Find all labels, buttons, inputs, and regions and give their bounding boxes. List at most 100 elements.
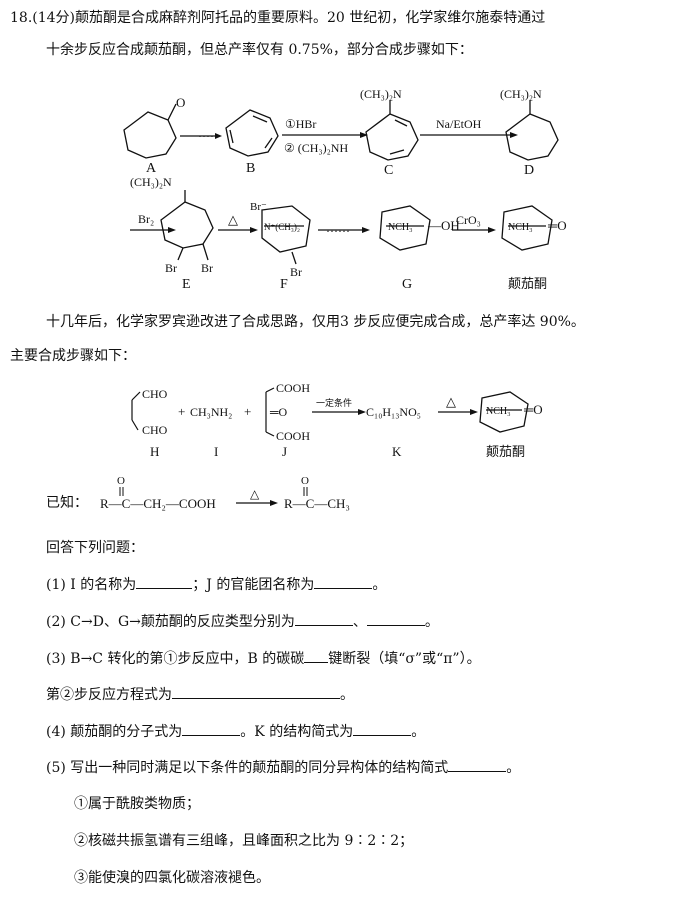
label-B: B [246,161,255,176]
q2-sep: 、 [352,614,367,630]
compound-tropinone [501,205,553,251]
COOH-1: COOH [276,381,310,395]
q4-end: 。 [411,724,426,740]
compound-F [261,205,311,265]
label-G: G [402,277,412,292]
q4-text-a: (4) 颠茄酮的分子式为 [46,724,183,740]
Br-F: Br [290,265,302,279]
label-D: D [524,163,534,178]
dots-2: ······ [326,224,350,238]
q3-blank-1[interactable] [304,648,329,663]
q3b-end: 。 [340,687,354,703]
reagent-CrO3: CrO₃ [456,213,481,227]
synthesis-scheme-2: CHO CHO H + CH₃NH₂ I + COOH ═O COOH J 一定… [131,381,543,459]
compound-G [379,205,431,251]
known-equation: O R—C—CH₂—COOH △ O R—C—CH₃ [100,475,350,511]
para2-line-2: 主要合成步骤如下： [10,348,136,364]
label-I: I [214,444,218,459]
NMe2-C: (CH₃)₂N [360,87,402,101]
NMe2-D: (CH₃)₂N [500,87,542,101]
label-tropinone: 颠茄酮 [508,276,547,291]
q1-end: 。 [372,577,387,593]
dots-1: ····· [198,129,218,143]
OH-G: —OH [427,218,460,233]
answer-prompt: 回答下列问题： [46,540,144,556]
known-label: 已知： [46,495,88,511]
label-H: H [150,444,159,459]
condition-label: 一定条件 [316,397,352,408]
NMe2-E: (CH₃)₂N [130,175,172,189]
reagent-Na-EtOH: Na/EtOH [436,117,482,131]
CHO-1: CHO [142,387,168,401]
label-J: J [282,444,287,459]
CHO-2: CHO [142,423,168,437]
q2-blank-1[interactable] [294,611,353,626]
compound-tropinone-2 [479,391,529,433]
known-left: R—C—CH₂—COOH [100,496,216,511]
oxo-tropinone: ═O [547,218,567,233]
NCH3-tropinone-2: NCH₃ [486,406,511,417]
q3-text-b: 键断裂（填“σ”或“π”）。 [328,651,481,667]
question-4: (4) 颠茄酮的分子式为 。K 的结构简式为 。 [46,721,425,742]
para2-line-1: 十几年后，化学家罗宾逊改进了合成思路，仅用3 步反应便完成合成，总产率达 90%… [46,314,585,330]
heat-delta-2: △ [446,394,456,409]
compound-B [225,109,279,157]
Br-E-1: Br [165,261,177,275]
NCH3-tropinone: NCH₃ [508,222,533,233]
compound-J [265,387,275,437]
q4-blank-2[interactable] [353,721,412,736]
carbonyl-J: ═O [269,405,288,419]
label-E: E [182,277,191,292]
q3b-text: 第②步反应方程式为 [46,687,172,703]
question-5: (5) 写出一种同时满足以下条件的颠茄酮的同分异构体的结构简式 。 [46,757,520,778]
plus-2: + [244,404,251,419]
heat-delta-1: △ [228,212,238,227]
synthesis-scheme-1: O A ····· B ①HBr ② (CH₃)₂NH (CH₃)₂N C Na… [123,87,567,292]
reagent-HBr: ①HBr [285,117,316,131]
compound-C [365,100,419,161]
q3-text-a: (3) B→C 转化的第①步反应中，B 的碳碳 [46,651,305,667]
q1-text-a: (1) I 的名称为 [46,577,137,593]
known-right: R—C—CH₃ [284,496,350,511]
q1-blank-1[interactable] [136,574,193,589]
Br-E-2: Br [201,261,213,275]
formula-K: C₁₀H₁₃NO₅ [366,405,421,419]
label-F: F [280,277,288,292]
q2-end: 。 [424,614,439,630]
q5-end: 。 [506,760,521,776]
compound-E [160,190,214,261]
compound-A [123,103,177,159]
reagent-Br2: Br₂ [138,212,154,226]
q4-text-b: 。K 的结构简式为 [240,724,354,740]
compound-H [131,391,141,431]
label-K: K [392,444,402,459]
question-1: (1) I 的名称为 ；J 的官能团名称为 。 [46,574,386,595]
NCH3-G: NCH₃ [388,222,413,233]
COOH-2: COOH [276,429,310,443]
N-F: N⁺(CH₃)₂ [264,222,300,232]
Br-anion-F: Br⁻ [250,201,267,213]
compound-D [505,100,559,161]
q1-text-b: ；J 的官能团名称为 [192,577,315,593]
condition-2: ②核磁共振氢谱有三组峰，且峰面积之比为 9∶2∶2； [74,833,414,849]
q2-blank-2[interactable] [366,611,425,626]
known-O-2: O [301,475,309,487]
label-C: C [384,163,393,178]
question-2: (2) C→D、G→颠茄酮的反应类型分别为、。 [46,611,439,632]
oxo-tropinone-2: ═O [523,402,543,417]
formula-I: CH₃NH₂ [190,405,232,419]
q5-blank[interactable] [448,757,507,772]
intro-line-2: 十余步反应合成颠茄酮，但总产率仅有 0.75%，部分合成步骤如下： [46,42,473,58]
label-tropinone-2: 颠茄酮 [486,444,525,459]
q5-text: (5) 写出一种同时满足以下条件的颠茄酮的同分异构体的结构简式 [46,760,449,776]
intro-line-1: 18.(14分)颠茄酮是合成麻醉剂阿托品的重要原料。20 世纪初，化学家维尔施泰… [10,10,546,26]
q3b-blank[interactable] [172,684,340,699]
oxygen-label-A: O [176,95,185,110]
question-3: (3) B→C 转化的第①步反应中，B 的碳碳 键断裂（填“σ”或“π”）。 [46,648,481,669]
reagent-dimethylamine: ② (CH₃)₂NH [284,141,348,155]
condition-3: ③能使溴的四氯化碳溶液褪色。 [74,870,270,886]
question-3b: 第②步反应方程式为 。 [46,684,354,705]
q4-blank-1[interactable] [182,721,241,736]
q1-blank-2[interactable] [314,574,373,589]
known-delta: △ [250,487,260,501]
